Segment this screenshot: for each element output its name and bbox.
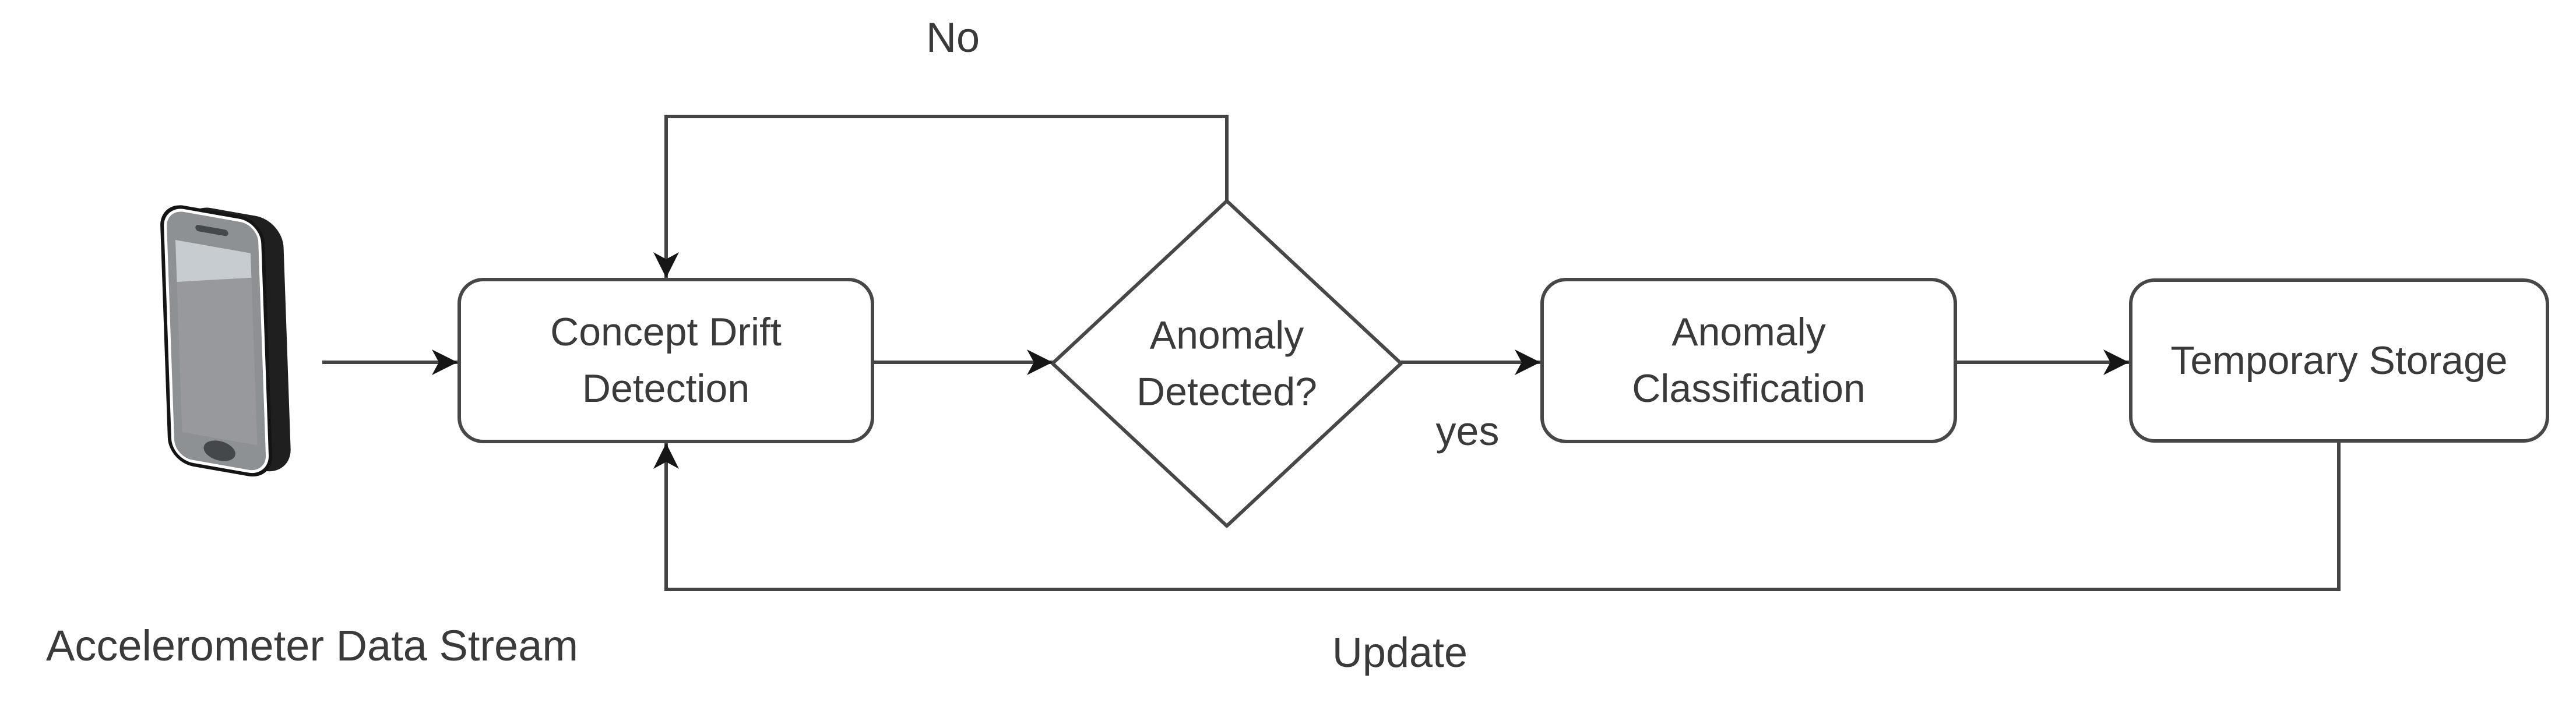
node-label-line: Classification <box>1632 366 1866 411</box>
node-anomaly-classification: Anomaly Classification <box>1540 278 1957 443</box>
node-label-line: Anomaly <box>1149 313 1304 358</box>
edge-label-update: Update <box>1332 630 1468 676</box>
decision-diamond-shape <box>1051 199 1403 528</box>
arrow-update-loop <box>653 442 2341 591</box>
arrow-no-loop <box>653 115 1229 278</box>
source-label: Accelerometer Data Stream <box>46 621 579 670</box>
node-label-line: Anomaly <box>1671 310 1826 355</box>
edge-label-no: No <box>925 15 980 61</box>
edge-label-yes: yes <box>1435 408 1500 454</box>
node-temporary-storage: Temporary Storage <box>2129 278 2549 443</box>
node-concept-drift-detection: Concept Drift Detection <box>458 278 874 443</box>
node-label-line: Concept Drift <box>550 310 782 355</box>
node-label-line: Detected? <box>1136 369 1317 414</box>
node-label-line: Detection <box>582 366 750 411</box>
node-anomaly-detected-decision-label: Anomaly Detected? <box>1136 307 1317 419</box>
smartphone-icon <box>160 205 291 477</box>
node-label-line: Temporary Storage <box>2170 338 2508 383</box>
